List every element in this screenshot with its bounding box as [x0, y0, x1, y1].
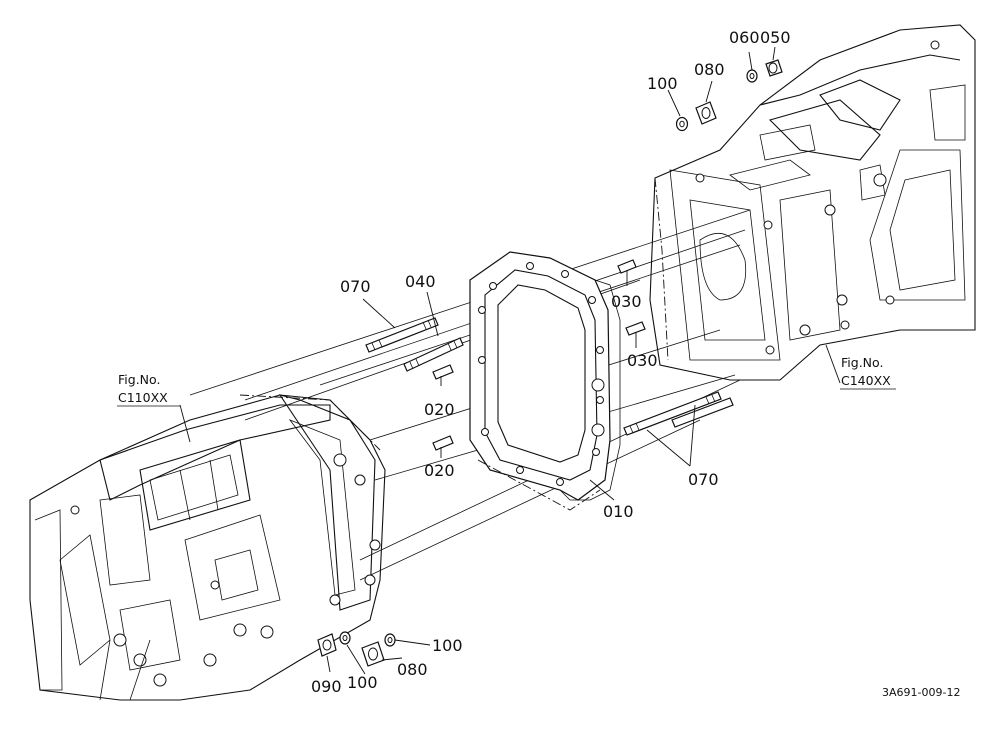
callout-100-lower-right: 100 [432, 636, 463, 655]
fig-ref-right-title: Fig.No. [841, 355, 883, 370]
drawing-code: 3A691-009-12 [882, 686, 960, 699]
callout-040: 040 [405, 272, 436, 291]
pin-030-lower[interactable] [625, 321, 646, 336]
callout-100-upper: 100 [647, 74, 678, 93]
fig-ref-left[interactable]: Fig.No. C110XX [117, 372, 180, 407]
washer-100-lower-b[interactable] [384, 633, 396, 647]
callout-020-upper: 020 [424, 400, 455, 419]
pin-020-upper[interactable] [432, 364, 454, 380]
pin-020-lower[interactable] [432, 435, 454, 451]
callout-080-lower: 080 [397, 660, 428, 679]
callout-070-left: 070 [340, 277, 371, 296]
washer-100-lower-a[interactable] [339, 631, 351, 645]
callouts: 070 040 020 020 030 030 070 010 050 060 … [311, 28, 791, 696]
nut-090[interactable] [317, 633, 337, 657]
front-housing[interactable] [29, 394, 386, 701]
fig-ref-left-number: C110XX [118, 390, 168, 405]
stud-070-left[interactable] [365, 317, 439, 353]
rear-housing[interactable] [649, 24, 976, 381]
stud-040[interactable] [403, 337, 464, 372]
fig-ref-left-title: Fig.No. [118, 372, 160, 387]
callout-080-upper: 080 [694, 60, 725, 79]
stud-070-right[interactable] [623, 391, 734, 436]
callout-020-lower: 020 [424, 461, 455, 480]
callout-030-lower: 030 [627, 351, 658, 370]
callout-060: 060 [729, 28, 760, 47]
callout-010: 010 [603, 502, 634, 521]
callout-050: 050 [760, 28, 791, 47]
fig-ref-right[interactable]: Fig.No. C140XX [840, 355, 896, 390]
fig-ref-right-number: C140XX [841, 373, 891, 388]
nut-050[interactable] [765, 59, 783, 77]
collar-080-upper[interactable] [695, 101, 717, 125]
callout-070-right: 070 [688, 470, 719, 489]
pin-030-upper[interactable] [617, 259, 637, 274]
intermediate-plate-010[interactable] [469, 251, 621, 511]
collar-080-lower[interactable] [361, 641, 385, 667]
callout-030-upper: 030 [611, 292, 642, 311]
washer-100-upper[interactable] [675, 116, 689, 132]
callout-090: 090 [311, 677, 342, 696]
callout-100-lower: 100 [347, 673, 378, 692]
washer-060[interactable] [746, 69, 758, 83]
leader-lines [179, 46, 841, 675]
